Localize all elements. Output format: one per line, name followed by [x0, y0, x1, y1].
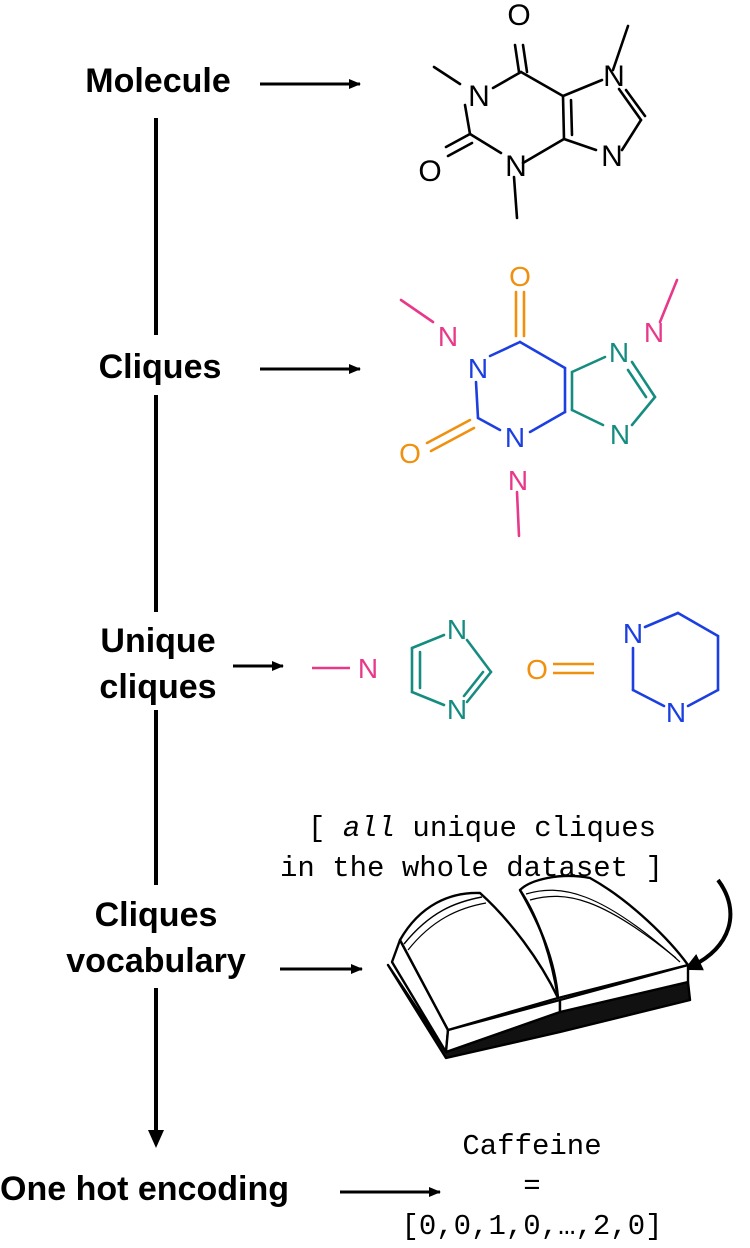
encoding-name: Caffeine: [462, 1130, 602, 1163]
unique-imidazole-atom-n-top: N: [447, 614, 467, 645]
unique-clique-carbonyl: O: [526, 654, 594, 685]
atom-n7: N: [603, 60, 625, 93]
unique-pyrimidine-atom-n-top: N: [623, 618, 643, 649]
clique-methyls: [399, 278, 679, 538]
clique-atom-n7: N: [609, 337, 629, 368]
step-label-vocab-line2: vocabulary: [66, 942, 246, 980]
clique-atom-n3: N: [505, 422, 525, 453]
atom-o-left: O: [418, 155, 441, 188]
clique-atom-n-methyl-3: N: [508, 465, 528, 496]
unique-clique-imidazole: N N: [410, 614, 493, 725]
cliques-structure: [399, 278, 679, 538]
clique-atom-n9: N: [610, 419, 630, 450]
unique-clique-pyrimidine: N N: [623, 611, 720, 728]
caffeine-atoms: O N O N N N: [418, 0, 625, 188]
encoding-equals: =: [523, 1170, 541, 1203]
step-label-unique-cliques: Unique cliques: [58, 618, 258, 710]
vocab-note-emph: all: [342, 812, 396, 845]
unique-carbonyl-atom-o: O: [526, 654, 548, 685]
open-book-icon: [386, 874, 692, 1060]
clique-carbonyls: [425, 290, 526, 453]
step-label-vocab-line1: Cliques: [94, 896, 218, 934]
vocab-note-line2: in the whole dataset ]: [280, 852, 663, 885]
unique-methyl-atom-n: N: [358, 653, 378, 684]
cliques-atoms: O N N N N O N N N: [399, 261, 664, 496]
clique-atom-n1: N: [468, 353, 488, 384]
vocab-note-line1: [ all unique cliques: [308, 808, 656, 850]
step-label-unique-line2: cliques: [99, 668, 217, 706]
unique-imidazole-atom-n-bottom: N: [447, 694, 467, 725]
step-label-cliques: Cliques: [98, 348, 222, 386]
clique-atom-n-methyl-1: N: [438, 321, 458, 352]
step-label-cliques-vocabulary: Cliques vocabulary: [36, 892, 276, 984]
unique-clique-methyl: N: [312, 653, 378, 684]
atom-n3: N: [505, 150, 527, 183]
clique-atom-n-methyl-7: N: [644, 317, 664, 348]
vocab-note-open: [: [308, 812, 343, 845]
unique-pyrimidine-atom-n-bottom: N: [666, 697, 686, 728]
atom-n1: N: [468, 80, 490, 113]
step-label-unique-line1: Unique: [100, 622, 216, 660]
encoding-vector: [0,0,1,0,…,2,0]: [401, 1210, 663, 1243]
flow-arrowhead-down: [148, 1130, 164, 1148]
vocab-curved-arrow: [683, 878, 733, 971]
vocab-note-rest: unique cliques: [395, 812, 657, 845]
step-label-one-hot-encoding: One hot encoding: [0, 1170, 289, 1208]
step-label-molecule: Molecule: [85, 62, 231, 100]
clique-atom-o-top: O: [509, 261, 531, 292]
clique-atom-o-left: O: [399, 438, 421, 469]
atom-o-top: O: [507, 0, 530, 32]
atom-n9: N: [601, 140, 623, 173]
clique-pyrimidine: [474, 340, 567, 434]
clique-imidazole: [570, 355, 657, 427]
caffeine-structure: [432, 24, 647, 220]
